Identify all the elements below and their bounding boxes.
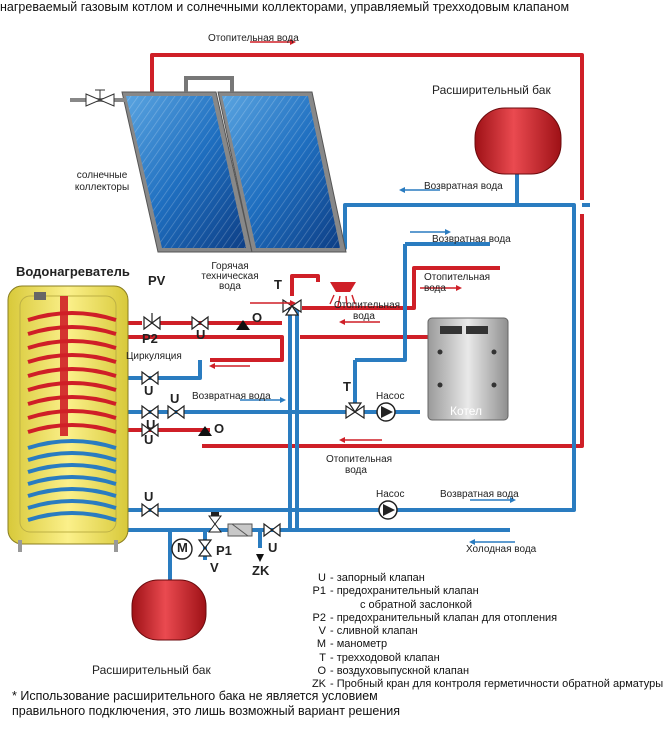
water-heater-label: Водонагреватель [16,264,130,279]
legend-item: M- манометр [316,638,388,651]
hot-supply-right-pipe [202,214,584,448]
circulation-pipe [124,360,202,380]
mark-u2: U [144,383,154,398]
heating-water-low-label-1: Отопительная [326,454,393,465]
mark-u3: U [170,391,180,406]
pump-upper [376,402,396,422]
boiler [427,317,509,421]
heating-water-low-label-2: вода [345,465,367,476]
mark-o1: O [252,310,263,325]
mark-pv: PV [148,273,166,288]
pump-label-2: Насос [376,489,405,500]
hot-tech-water-label-1: Горячая [211,261,249,272]
water-heater-tank [7,285,129,552]
mark-t1: T [274,277,282,292]
manometer [171,538,193,560]
mark-u7: U [268,540,278,555]
hot-to-right-pipe [302,266,500,310]
heating-water-right-label-1: Отопительная [424,272,491,283]
diagram-title: нагреваемый газовым котлом и солнечными … [0,0,570,14]
expansion-tank-bottom-label: Расширительный бак [92,663,211,677]
mark-zk: ZK [252,563,270,578]
heating-water-mid-label-2: вода [353,311,375,322]
legend-item: с обратной заслонкой [360,598,472,611]
return-water-label-3: Возвратная вода [192,391,271,402]
expansion-tank-top [474,107,562,175]
solar-collectors [70,76,347,253]
shower-head [329,282,356,307]
flow-arrows [215,41,515,543]
expansion-tank-bottom [131,579,207,641]
hot-pipes [124,53,584,448]
hot-supply-top-pipe [150,53,584,200]
heating-water-mid-label-1: Отопительная [334,300,401,311]
return-water-label-2: Возвратная вода [432,234,511,245]
valve-symbols [141,313,281,557]
legend-item: P1- предохранительный клапан [312,585,479,598]
solar-collectors-label-2: коллекторы [74,182,130,193]
mark-p2: P2 [142,331,158,346]
mark-t2: T [343,379,351,394]
solar-collectors-label-1: солнечные [76,170,128,181]
shower-pipe [290,274,320,296]
legend-item: U- запорный клапан [318,572,425,584]
circulation-label: Циркуляция [126,351,182,362]
pump-label-1: Насос [376,391,405,402]
heating-water-top-label: Отопительная вода [208,33,299,44]
legend-item: V- сливной клапан [318,625,418,638]
cold-line-fittings [208,512,264,562]
mark-u4: U [146,417,156,432]
mark-m: M [177,540,188,555]
pump-lower [378,500,398,520]
heating-return-upper [124,335,284,362]
collector-vent-valve [85,89,115,107]
heating-water-right-label-2: вода [424,283,446,294]
mark-p1: P1 [216,543,232,558]
hot-tech-water-label-3: вода [219,281,241,292]
hot-tech-water-label-2: техническая [201,271,259,282]
mark-u5: U [144,432,154,447]
return-water-label-1: Возвратная вода [424,181,503,192]
air-vents [198,320,250,436]
mark-o2: O [214,421,225,436]
footnote: * Использование расширительного бака не … [12,689,401,718]
legend-item: O- воздуховыпускной клапан [317,665,470,678]
legend-item: P2- предохранительный клапан для отоплен… [312,611,558,624]
mark-v: V [210,560,219,575]
arrow-heads [209,39,516,545]
legend: U- запорный клапан P1- предохранительный… [300,572,663,692]
mark-u6: U [144,489,154,504]
legend-item: T- трехходовой клапан [319,651,440,664]
legend-item: ZK- Пробный кран для контроля герметично… [311,678,664,691]
return-water-label-4: Возвратная вода [440,489,519,500]
cold-water-label: Холодная вода [466,544,537,555]
expansion-tank-top-label: Расширительный бак [432,83,551,97]
boiler-return-loop [355,244,407,362]
mark-u1: U [196,327,206,342]
boiler-label: Котел [450,404,483,418]
